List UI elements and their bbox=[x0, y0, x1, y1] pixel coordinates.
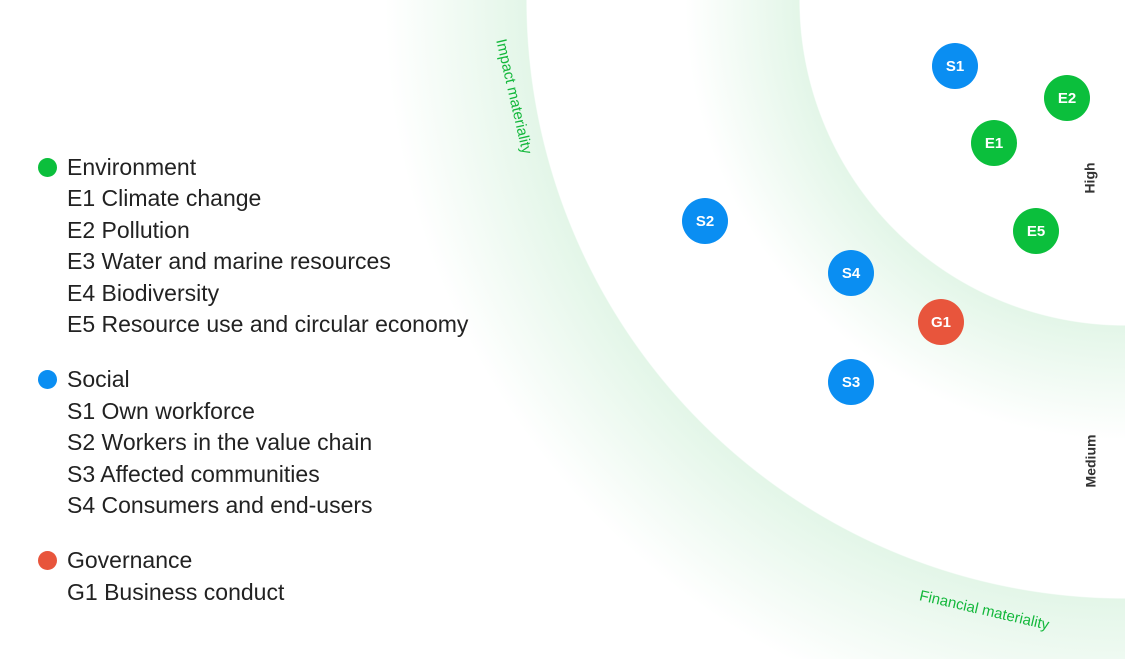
legend-item: S1 Own workforce bbox=[67, 397, 255, 424]
bubble-e1[interactable]: E1 bbox=[971, 120, 1017, 166]
group-title: Governance bbox=[67, 547, 193, 573]
legend-item: E2 Pollution bbox=[67, 216, 190, 243]
legend-item: E4 Biodiversity bbox=[67, 279, 220, 306]
legend-group-social: Social S1 Own workforce S2 Workers in th… bbox=[38, 364, 468, 522]
legend-item: S2 Workers in the value chain bbox=[67, 429, 373, 455]
legend-item: E1 Climate change bbox=[67, 185, 262, 211]
group-title: Environment bbox=[67, 153, 197, 180]
legend-item: S3 Affected communities bbox=[67, 460, 320, 487]
legend: Environment E1 Climate change E2 Polluti… bbox=[38, 151, 468, 631]
financial-materiality-label: Financial materiality bbox=[917, 587, 1051, 634]
bubble-s2[interactable]: S2 bbox=[682, 198, 728, 244]
governance-dot-icon bbox=[38, 551, 57, 570]
legend-item: E5 Resource use and circular economy bbox=[67, 311, 469, 337]
bubble-s3[interactable]: S3 bbox=[828, 359, 874, 405]
bubble-s4[interactable]: S4 bbox=[828, 250, 874, 296]
environment-dot-icon bbox=[38, 157, 57, 177]
group-title: Social bbox=[67, 366, 130, 392]
bubble-s1[interactable]: S1 bbox=[932, 43, 978, 89]
level-medium-label: Medium bbox=[1082, 434, 1099, 488]
social-dot-icon bbox=[38, 370, 57, 389]
level-high-label: High bbox=[1081, 162, 1098, 194]
legend-group-environment: Environment E1 Climate change E2 Polluti… bbox=[38, 151, 468, 341]
bubble-e2[interactable]: E2 bbox=[1044, 75, 1090, 121]
legend-item: E3 Water and marine resources bbox=[67, 248, 391, 274]
legend-group-governance: Governance G1 Business conduct bbox=[38, 545, 468, 609]
impact-materiality-label: Impact materiality bbox=[492, 37, 536, 156]
legend-item: S4 Consumers and end-users bbox=[67, 492, 373, 518]
bubble-g1[interactable]: G1 bbox=[918, 299, 964, 345]
legend-item: G1 Business conduct bbox=[67, 578, 285, 605]
bubble-e5[interactable]: E5 bbox=[1013, 208, 1059, 254]
